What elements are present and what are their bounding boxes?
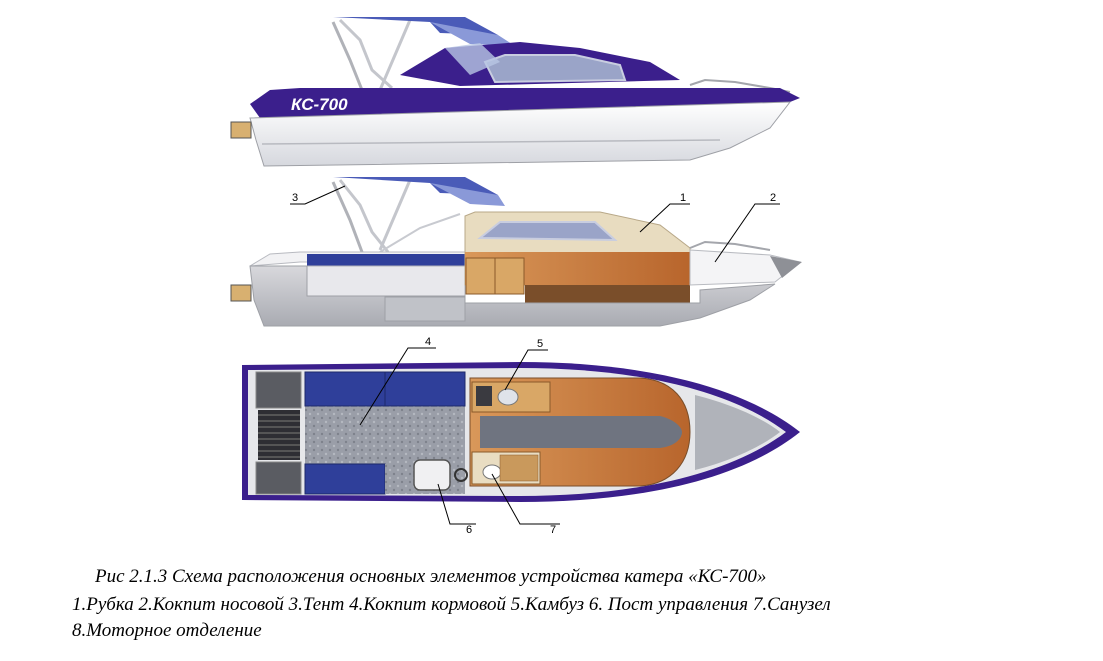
engine-room: [384, 296, 466, 322]
steering-wheel: [454, 468, 468, 482]
leader-7: [491, 473, 560, 525]
bow-rail-2: [689, 240, 771, 251]
hull-name-label: КС-700: [291, 95, 348, 114]
leader-5: [504, 349, 548, 391]
leader-1: [639, 203, 690, 233]
transom-box-top: [255, 371, 302, 409]
canopy-frame-rear: [331, 21, 364, 91]
aft-seat-bottom: [304, 463, 386, 495]
aft-cockpit-seat: [307, 254, 465, 266]
callout-number: 3: [292, 192, 298, 204]
leader-3: [290, 185, 346, 205]
stove: [476, 386, 492, 406]
figure-caption-legend-line-2: 8.Моторное отделение: [72, 620, 262, 641]
cabin-window: [483, 54, 627, 84]
transom-box-bottom: [255, 461, 302, 495]
hull-lower: [249, 265, 776, 327]
aft-cockpit-floor: [305, 406, 465, 464]
plan-view: [242, 362, 800, 502]
helm-seat: [413, 459, 451, 491]
hull-stripe: [250, 88, 800, 118]
cabin-window-2: [477, 221, 618, 242]
canopy-top-shadow-2: [430, 183, 505, 206]
galley-sink: [497, 388, 519, 406]
callout-number: 4: [425, 336, 431, 348]
callout-number: 6: [466, 524, 472, 536]
wc-toilet: [482, 464, 502, 480]
canopy-frame-rear-2: [331, 181, 364, 253]
leader-6: [437, 483, 476, 525]
cabin-walkway: [480, 416, 682, 448]
canopy-frame-2: [338, 179, 390, 253]
hull-chine: [261, 139, 721, 145]
callout-number: 1: [680, 192, 686, 204]
canopy-support: [378, 19, 412, 91]
figure-caption-legend-line-1: 1.Рубка 2.Кокпит носовой 3.Тент 4.Кокпит…: [72, 594, 831, 615]
callout-leaders: [290, 185, 780, 525]
bow-deck-plan: [695, 395, 780, 470]
windshield: [445, 43, 500, 75]
aft-cockpit-side: [306, 265, 466, 297]
leader-2: [714, 203, 780, 263]
stern-bracket-2: [230, 284, 252, 302]
callout-number: 7: [550, 524, 556, 536]
canopy-support-2: [378, 179, 412, 251]
wc-tiles: [499, 454, 539, 482]
bow-tip: [770, 256, 802, 278]
leader-4: [359, 347, 436, 426]
canopy-top-shadow: [430, 22, 515, 46]
hull-exterior: [249, 101, 792, 167]
callout-number: 2: [770, 192, 776, 204]
stern-bracket: [230, 121, 252, 139]
canopy-frame: [338, 18, 394, 90]
figure-caption-title: Рис 2.1.3 Схема расположения основных эл…: [95, 566, 767, 587]
engine-grille: [258, 410, 300, 460]
windscreen-2: [379, 213, 461, 253]
cabin-floor: [525, 285, 690, 303]
callout-number: 5: [537, 338, 543, 350]
side-view-exterior: КС-700: [230, 17, 800, 167]
side-view-cutaway: [230, 177, 802, 327]
